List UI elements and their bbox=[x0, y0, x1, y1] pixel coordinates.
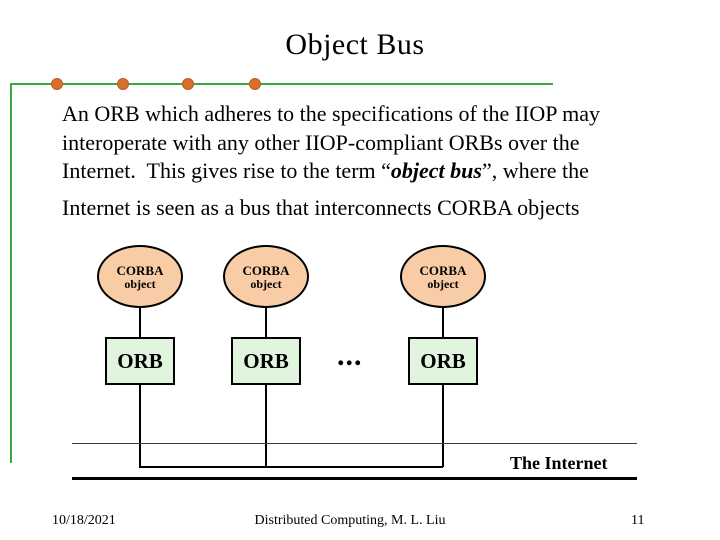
corba-object-sublabel: object bbox=[250, 276, 282, 291]
internet-bus-label: The Internet bbox=[510, 453, 608, 473]
corba-object-label: CORBA bbox=[242, 262, 290, 278]
ellipsis-more-nodes: ... bbox=[337, 339, 363, 372]
orb-node: ORB bbox=[231, 337, 301, 385]
body-text-line: interoperate with any other IIOP-complia… bbox=[62, 130, 580, 155]
corba-object-sublabel: object bbox=[427, 276, 459, 291]
corba-object-node: CORBA object bbox=[223, 245, 309, 308]
orb-node: ORB bbox=[408, 337, 478, 385]
orb-label: ORB bbox=[420, 348, 466, 373]
bullet-dot bbox=[182, 78, 194, 90]
footer-date: 10/18/2021 bbox=[52, 513, 116, 528]
slide-title: Object Bus bbox=[285, 28, 425, 61]
body-text-segment: ”, where the bbox=[481, 158, 589, 183]
connector-ellipse-to-orb bbox=[442, 308, 444, 337]
connector-bus-horizontal bbox=[139, 466, 443, 468]
bullet-dot bbox=[249, 78, 261, 90]
corba-object-node: CORBA object bbox=[400, 245, 486, 308]
footer-page-number: 11 bbox=[631, 513, 645, 528]
corba-object-sublabel: object bbox=[124, 276, 156, 291]
internet-bus-line-bottom bbox=[72, 477, 637, 480]
accent-line-horizontal bbox=[10, 83, 553, 85]
footer-course-title: Distributed Computing, M. L. Liu bbox=[254, 513, 446, 528]
orb-node: ORB bbox=[105, 337, 175, 385]
orb-label: ORB bbox=[117, 348, 163, 373]
internet-bus-line-top bbox=[72, 443, 637, 444]
accent-line-vertical bbox=[10, 83, 12, 463]
connector-ellipse-to-orb bbox=[139, 308, 141, 337]
bullet-dot bbox=[117, 78, 129, 90]
body-text-line: Internet. This gives rise to the term “o… bbox=[62, 158, 589, 184]
body-text-line: Internet is seen as a bus that interconn… bbox=[62, 195, 580, 220]
body-text-emphasis: object bus bbox=[390, 158, 482, 183]
corba-object-label: CORBA bbox=[116, 262, 164, 278]
connector-ellipse-to-orb bbox=[265, 308, 267, 337]
body-text-segment: Internet. This gives rise to the term “ bbox=[62, 158, 391, 183]
orb-label: ORB bbox=[243, 348, 289, 373]
corba-object-node: CORBA object bbox=[97, 245, 183, 308]
connector-orb-to-bus bbox=[442, 385, 444, 467]
body-text-line: An ORB which adheres to the specificatio… bbox=[62, 101, 601, 126]
bullet-dot bbox=[51, 78, 63, 90]
connector-orb-to-bus bbox=[265, 385, 267, 467]
corba-object-label: CORBA bbox=[419, 262, 467, 278]
connector-orb-to-bus bbox=[139, 385, 141, 467]
